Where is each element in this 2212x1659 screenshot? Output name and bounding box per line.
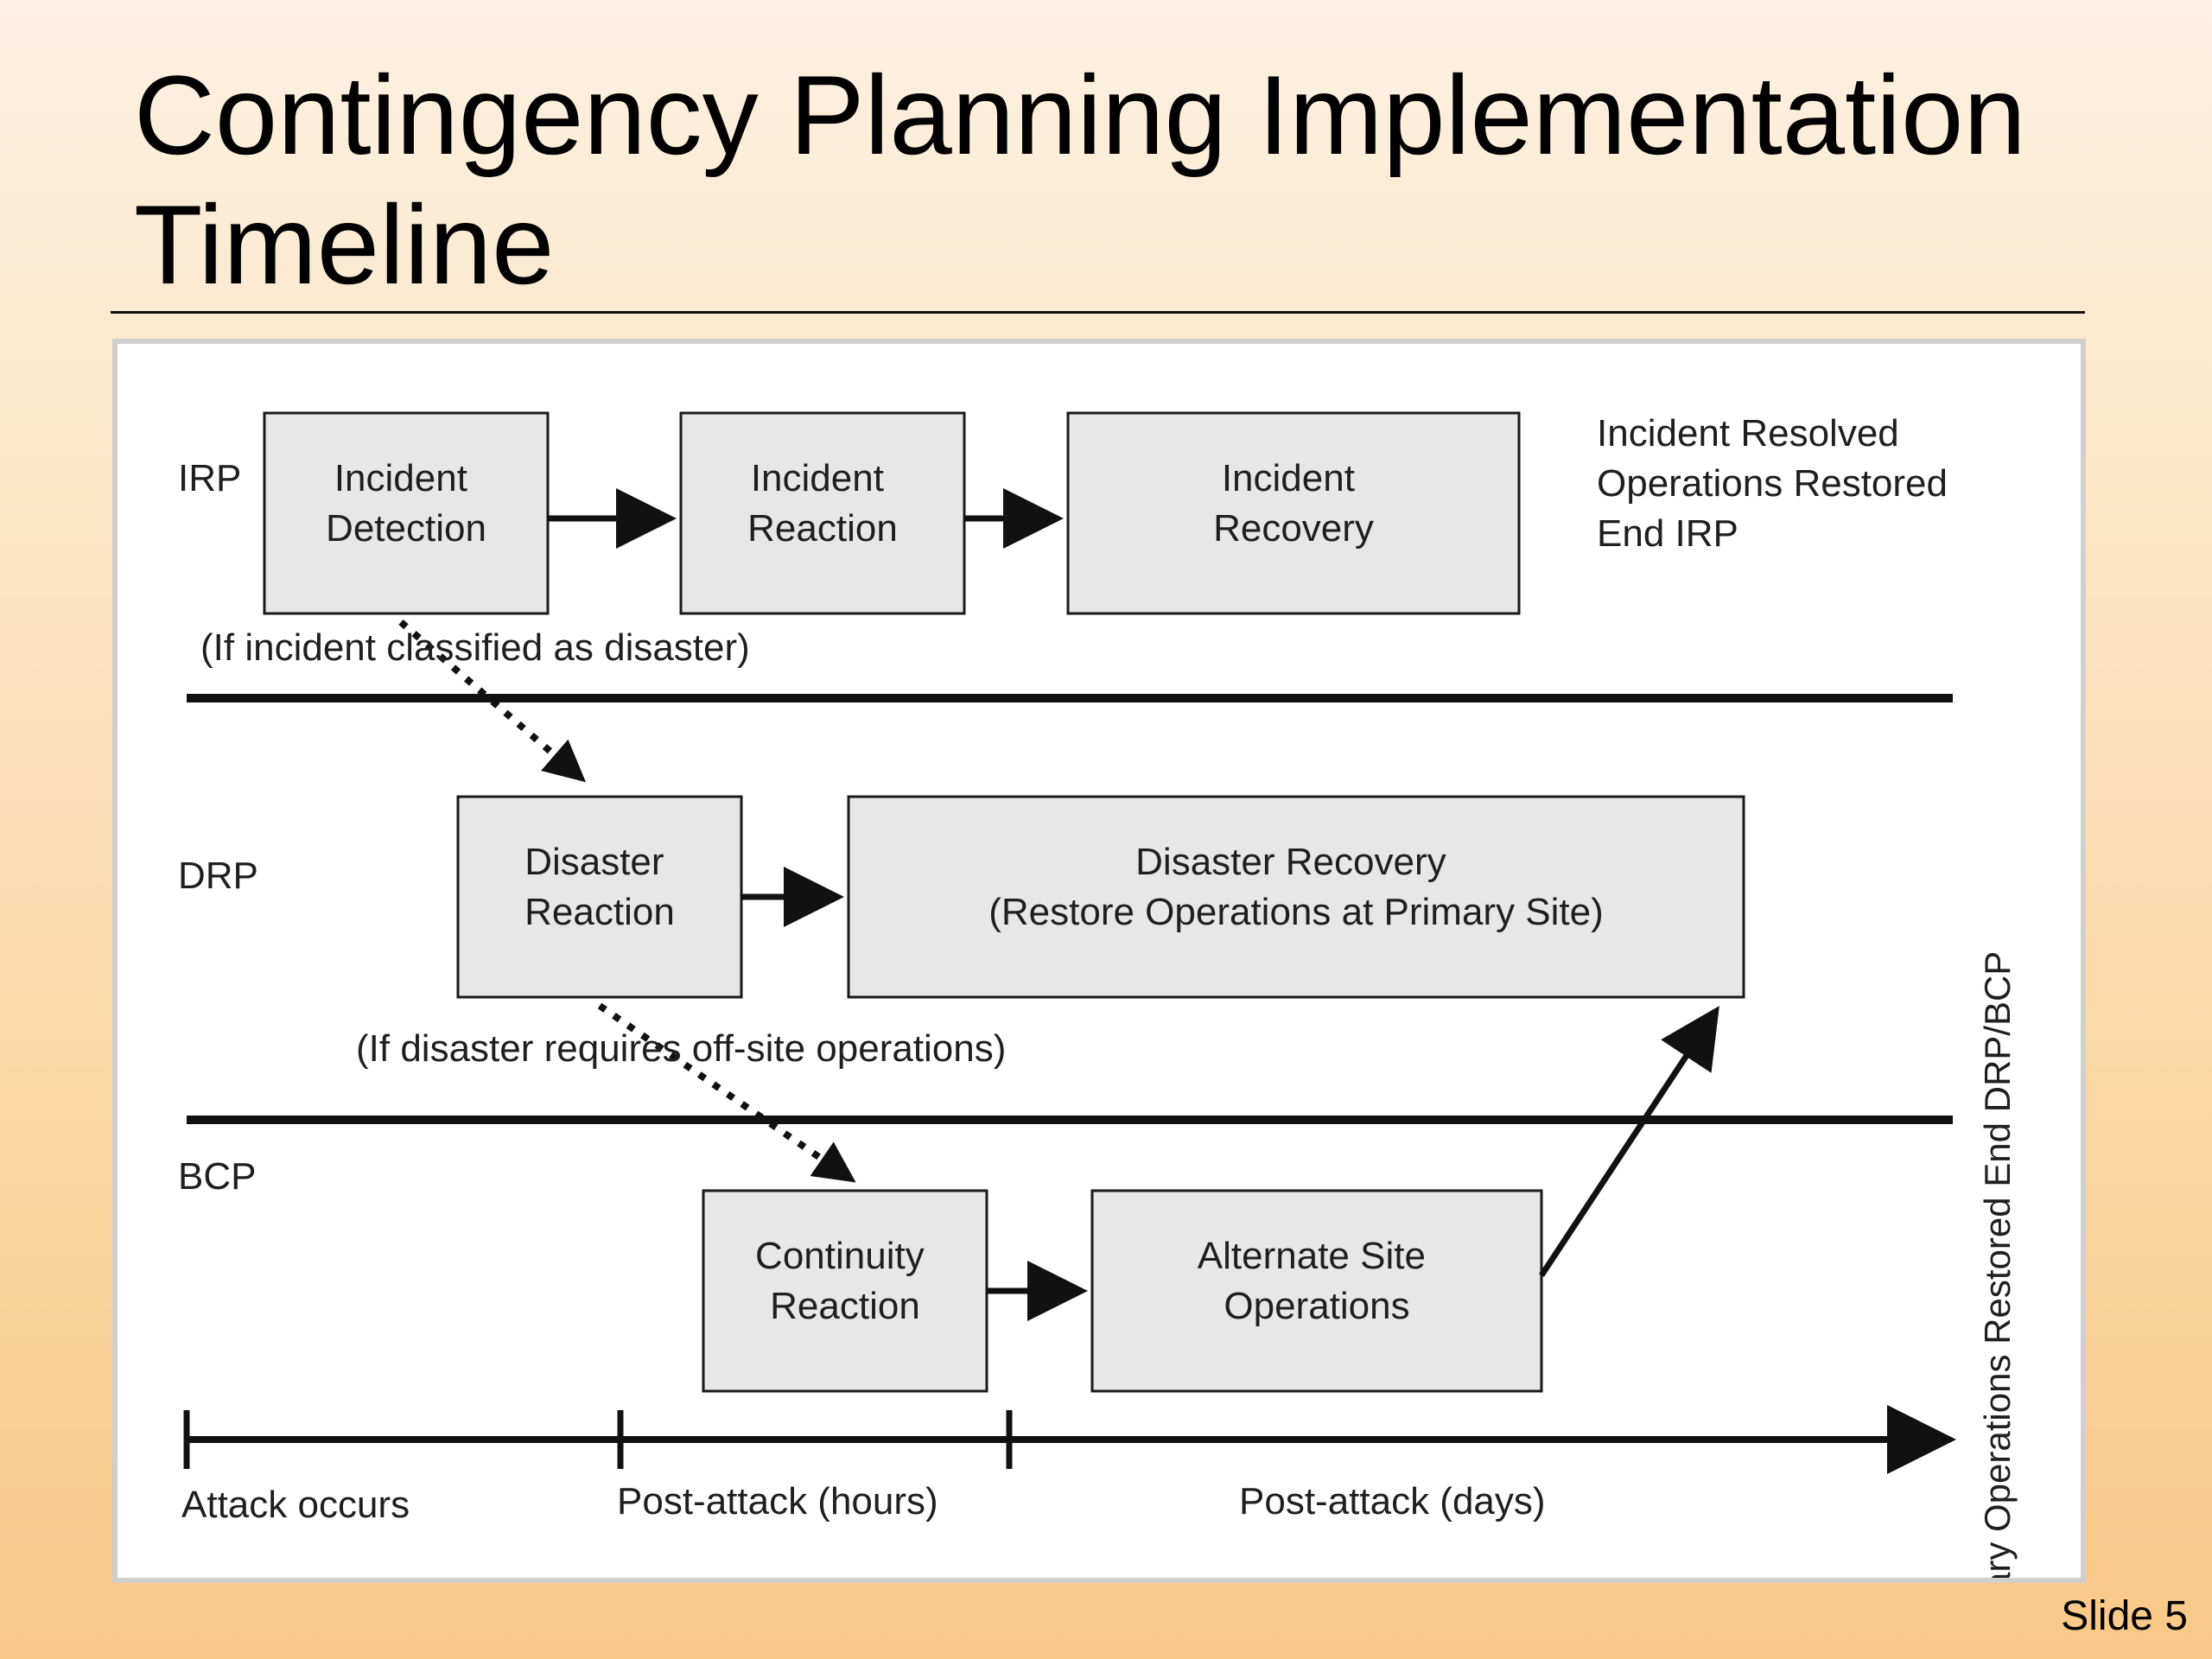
lane-label-drp: DRP <box>178 855 258 897</box>
if-offsite-note: (If disaster requires off-site operation… <box>356 1027 1006 1070</box>
timeline-diagram: IRP DRP BCP Incident Detection Incident … <box>112 339 2086 1583</box>
incident-resolved-note: Incident Resolved Operations Restored En… <box>1597 412 1958 555</box>
lane-label-irp: IRP <box>178 457 241 499</box>
incident-detection-box <box>263 411 550 615</box>
incident-recovery-box <box>1066 411 1521 615</box>
dotted-arrow-to-disaster-reaction <box>398 619 587 783</box>
disaster-reaction-label: Disaster Reaction <box>524 841 675 933</box>
incident-detection-label: Incident Detection <box>326 457 486 550</box>
timeline-label-post-attack-hours: Post-attack (hours) <box>617 1480 938 1522</box>
incident-reaction-box <box>679 411 966 615</box>
alternate-site-operations-box <box>1090 1189 1543 1393</box>
if-disaster-note: (If incident classified as disaster) <box>200 626 750 669</box>
primary-operations-restored-label: Primary Operations Restored End DRP/BCP <box>1977 951 2018 1578</box>
incident-recovery-label: Incident Recovery <box>1213 457 1374 550</box>
incident-reaction-label: Incident Reaction <box>747 457 898 550</box>
continuity-reaction-label: Continuity Reaction <box>755 1235 935 1327</box>
arrow-alternate-site-to-disaster-recovery <box>1539 1006 1719 1277</box>
slide-title: Contingency Planning Implementation Time… <box>134 52 2026 308</box>
disaster-recovery-label: Disaster Recovery (Restore Operations at… <box>988 841 1604 933</box>
disaster-recovery-box <box>847 795 1745 999</box>
slide-number: Slide 5 <box>2061 1593 2188 1639</box>
title-divider <box>111 311 2085 314</box>
timeline-label-post-attack-days: Post-attack (days) <box>1239 1480 1546 1522</box>
alternate-site-operations-label: Alternate Site Operations <box>1198 1235 1436 1327</box>
continuity-reaction-box <box>702 1189 988 1393</box>
timeline-label-attack-occurs: Attack occurs <box>181 1484 410 1526</box>
diagram-canvas: IRP DRP BCP Incident Detection Incident … <box>178 411 2018 1578</box>
lane-label-bcp: BCP <box>178 1155 256 1198</box>
